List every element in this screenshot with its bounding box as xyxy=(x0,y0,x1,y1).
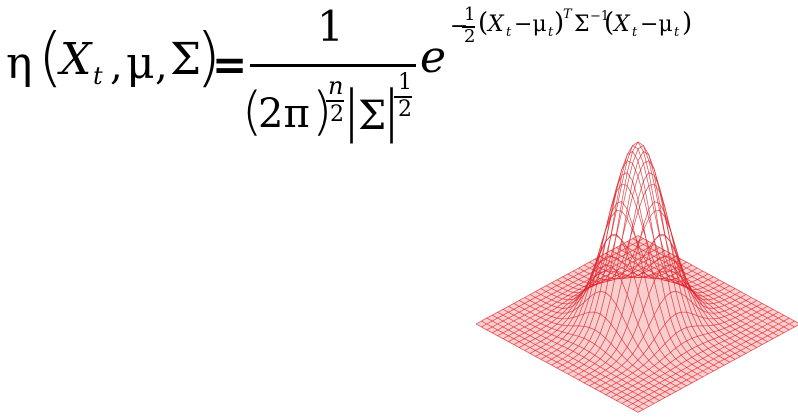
mesh-grid-line xyxy=(616,311,779,401)
mesh-grid-line xyxy=(486,317,649,407)
exp-lparen-1: ( xyxy=(478,8,489,38)
mesh-grid-line xyxy=(475,235,639,325)
exp-t-sub: t xyxy=(674,25,680,40)
surface-base-plane xyxy=(476,235,798,413)
exp-minus-mu: −μ xyxy=(640,12,673,37)
mesh-grid-line xyxy=(637,324,798,413)
mesh-grid-line xyxy=(475,323,639,413)
exp-minus: − xyxy=(450,14,469,39)
exp-half-den: 2 xyxy=(464,26,476,47)
equals-sign: = xyxy=(212,40,248,89)
x-variable: X xyxy=(60,34,92,85)
mesh-grid-line xyxy=(637,235,798,324)
mu-symbol: μ xyxy=(126,38,155,89)
mesh-grid-line xyxy=(492,314,655,404)
inverse-superscript: −1 xyxy=(590,9,610,24)
mesh-grid-line xyxy=(621,314,784,404)
exp-sigma: Σ xyxy=(574,12,590,37)
mesh-grid-line xyxy=(627,317,790,407)
exp-half-num: 1 xyxy=(464,4,476,25)
exp-t-sub: t xyxy=(548,25,554,40)
mesh-grid-line xyxy=(610,308,774,398)
half-exponent-den: 2 xyxy=(398,97,412,122)
comma: , xyxy=(110,43,123,89)
mesh-grid-line xyxy=(632,320,795,410)
fraction-bar xyxy=(250,64,416,67)
euler-e: e xyxy=(420,32,447,83)
exp-half-bar xyxy=(462,26,475,28)
left-paren: ( xyxy=(38,21,63,95)
denominator-right-paren: ) xyxy=(312,82,333,142)
right-paren: ) xyxy=(196,21,221,95)
numerator-one: 1 xyxy=(317,2,344,51)
two-exponent: 2 xyxy=(330,102,344,127)
sigma-symbol: Σ xyxy=(170,34,202,85)
mesh-grid-line xyxy=(497,311,660,401)
mesh-grid-line xyxy=(481,320,644,410)
eta-symbol: η xyxy=(6,38,33,89)
half-exponent-num: 1 xyxy=(398,70,412,95)
exp-rparen-2: ) xyxy=(682,8,693,38)
two-pi: 2π xyxy=(258,91,310,137)
gaussian-surface-plot xyxy=(475,141,798,413)
exp-rparen-1: ) xyxy=(554,8,565,38)
determinant-bar-left: | xyxy=(342,79,361,144)
n-exponent: n xyxy=(328,72,344,100)
t-subscript: t xyxy=(93,62,103,90)
n-over-2-bar xyxy=(326,100,344,102)
denominator-left-paren: ( xyxy=(242,82,263,142)
gaussian-pdf-formula: η ( X t , μ , Σ ) = 1 ( 2π ) n 2 | Σ | 1… xyxy=(0,0,798,150)
half-exponent-bar xyxy=(394,96,412,98)
exp-t-sub: t xyxy=(632,25,638,40)
exp-x: X xyxy=(488,12,504,37)
exp-x: X xyxy=(614,12,630,37)
exp-lparen-2: ( xyxy=(604,8,615,38)
comma: , xyxy=(155,43,168,89)
exp-minus-mu: −μ xyxy=(514,12,547,37)
sigma-determinant: Σ xyxy=(358,93,387,139)
exp-t-sub: t xyxy=(506,25,512,40)
transpose-mark: T xyxy=(563,7,572,22)
